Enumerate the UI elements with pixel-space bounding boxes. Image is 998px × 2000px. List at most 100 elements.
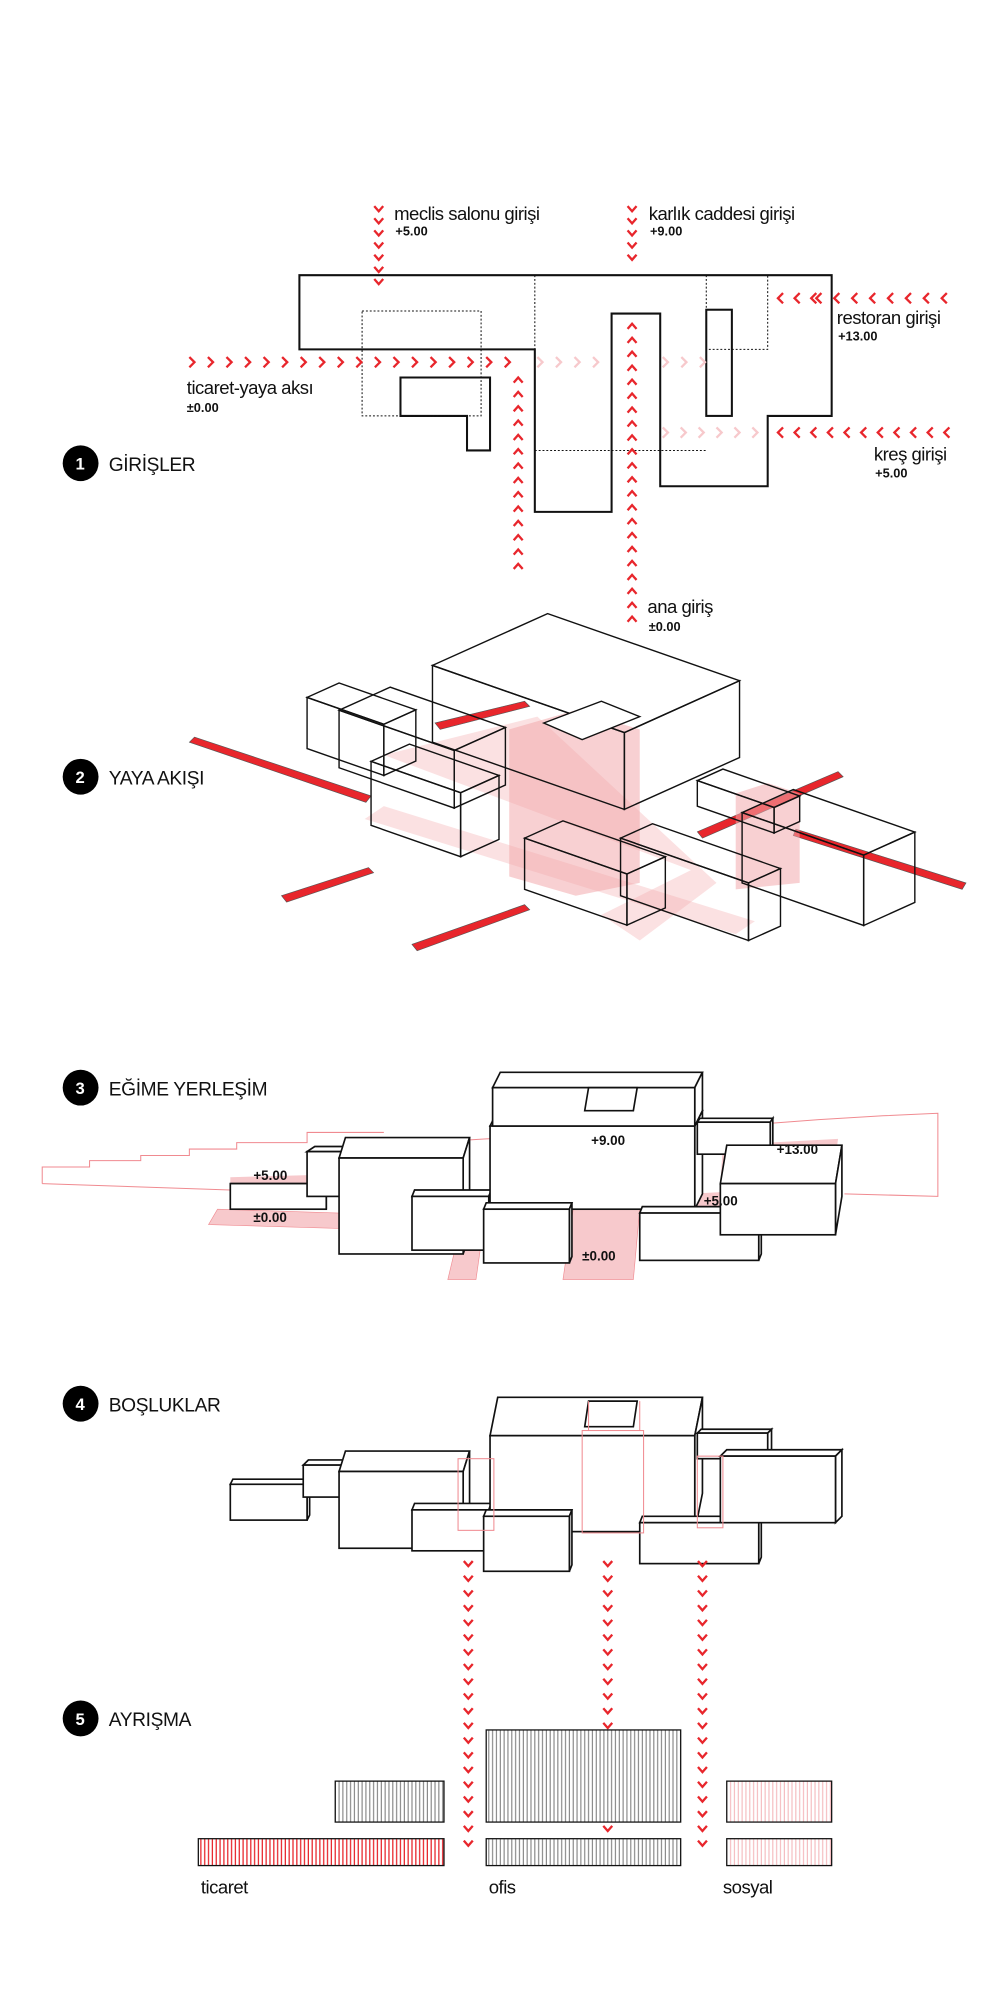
level-label: +5.00 bbox=[253, 1168, 287, 1183]
chevron-up-icon bbox=[512, 433, 524, 441]
chevron-left-icon bbox=[876, 426, 884, 439]
chevron-down-icon bbox=[373, 217, 385, 226]
volume-side bbox=[773, 794, 801, 835]
chevron-up-icon bbox=[626, 433, 638, 442]
chevron-down-icon bbox=[462, 1604, 474, 1613]
box-front-face bbox=[302, 1464, 343, 1498]
box-front-face bbox=[482, 1515, 571, 1573]
flow-volume bbox=[735, 783, 800, 890]
section-number: 3 bbox=[75, 1079, 84, 1098]
chevron-down-icon bbox=[602, 1707, 614, 1716]
box-top-face bbox=[491, 1071, 704, 1089]
chevron-down-icon bbox=[373, 241, 385, 250]
box-top-face bbox=[410, 1502, 493, 1511]
chevron-right-icon bbox=[355, 356, 364, 369]
chevron-right-icon bbox=[188, 356, 197, 369]
box-top-face bbox=[337, 1136, 471, 1159]
volume-side bbox=[383, 708, 417, 777]
chevron-left-icon bbox=[859, 426, 868, 439]
chevron-right-icon bbox=[429, 356, 438, 369]
chevron-down-icon bbox=[462, 1766, 474, 1774]
chevron-down-icon bbox=[462, 1619, 474, 1627]
main-entrance-level: ±0.00 bbox=[649, 619, 681, 634]
chevron-down-icon bbox=[697, 1589, 708, 1598]
chevron-down-icon bbox=[697, 1633, 708, 1642]
entrances-plan: meclis salonu girişi +5.00 karlık caddes… bbox=[187, 203, 951, 634]
flow-ramp bbox=[383, 716, 717, 941]
void-arrows bbox=[462, 1560, 708, 1848]
flow-volume bbox=[509, 710, 640, 896]
section-title: BOŞLUKLAR bbox=[109, 1395, 221, 1416]
chevron-down-icon bbox=[697, 1560, 708, 1568]
chevron-down-icon bbox=[697, 1766, 708, 1774]
chevron-down-icon bbox=[602, 1663, 614, 1671]
ofis-upper-block bbox=[485, 1729, 682, 1823]
volume-void bbox=[541, 700, 642, 741]
chevron-down-icon bbox=[462, 1736, 474, 1745]
chevron-up-icon bbox=[512, 504, 524, 513]
building-volumes bbox=[229, 1071, 843, 1264]
chevron-down-icon bbox=[602, 1692, 614, 1701]
chevron-left-icon bbox=[925, 426, 934, 439]
chevron-down-icon bbox=[462, 1678, 474, 1686]
chevron-down-icon bbox=[697, 1678, 708, 1686]
chevron-up-icon bbox=[626, 377, 638, 386]
chevron-up-icon bbox=[512, 390, 524, 398]
flow-band bbox=[792, 828, 967, 890]
chevron-right-icon bbox=[411, 356, 419, 369]
box-top-face bbox=[718, 1448, 844, 1457]
chevron-up-icon bbox=[626, 531, 638, 539]
volume-side bbox=[862, 830, 916, 927]
chevron-down-icon bbox=[626, 217, 638, 226]
chevron-down-icon bbox=[602, 1575, 614, 1583]
section-number: 2 bbox=[75, 768, 84, 787]
section-4-heading: 4 BOŞLUKLAR bbox=[62, 1385, 221, 1422]
chevron-down-icon bbox=[626, 205, 638, 213]
chevron-right-icon bbox=[536, 356, 545, 369]
chevron-down-icon bbox=[462, 1781, 474, 1789]
chevron-right-icon bbox=[503, 356, 512, 369]
chevron-down-icon bbox=[462, 1560, 474, 1568]
sosyal-label: sosyal bbox=[723, 1877, 773, 1898]
chevron-down-icon bbox=[462, 1692, 474, 1701]
level-label: +9.00 bbox=[591, 1133, 625, 1148]
chevron-up-icon bbox=[626, 447, 638, 456]
chevron-up-icon bbox=[512, 562, 524, 570]
volume-side bbox=[623, 679, 741, 811]
chevron-up-icon bbox=[512, 533, 524, 542]
chevron-down-icon bbox=[462, 1575, 474, 1583]
chevron-down-icon bbox=[602, 1589, 614, 1598]
section-2-heading: 2 YAYA AKIŞI bbox=[62, 758, 204, 795]
chevron-left-icon bbox=[892, 426, 901, 439]
chevron-right-icon bbox=[244, 356, 252, 369]
chevron-left-icon bbox=[826, 426, 834, 439]
chevron-down-icon bbox=[373, 205, 385, 213]
chevron-down-icon bbox=[462, 1648, 474, 1657]
chevron-left-icon bbox=[850, 292, 859, 305]
chevron-right-icon bbox=[733, 426, 742, 439]
ofis-label: ofis bbox=[489, 1877, 516, 1898]
chevron-up-icon bbox=[626, 545, 638, 553]
pedestrian-flow-diagram bbox=[188, 612, 967, 952]
chevron-down-icon bbox=[462, 1825, 474, 1833]
chevron-down-icon bbox=[697, 1810, 708, 1819]
chevron-down-icon bbox=[697, 1736, 708, 1745]
section-title: AYRIŞMA bbox=[109, 1710, 192, 1731]
chevron-left-icon bbox=[940, 292, 948, 305]
box-top-face bbox=[337, 1450, 471, 1473]
building-volumes bbox=[305, 612, 917, 942]
chevron-down-icon bbox=[462, 1633, 474, 1642]
chevron-down-icon bbox=[462, 1795, 474, 1804]
chevron-down-icon bbox=[462, 1810, 474, 1819]
sosyal-block bbox=[726, 1838, 833, 1867]
chevron-up-icon bbox=[626, 559, 638, 567]
chevron-up-icon bbox=[626, 335, 638, 344]
box-front-face bbox=[229, 1483, 308, 1521]
chevron-down-icon bbox=[602, 1604, 614, 1613]
chevron-down-icon bbox=[697, 1781, 708, 1789]
chevron-right-icon bbox=[336, 356, 345, 369]
section-number-badge bbox=[62, 445, 99, 482]
chevron-down-icon bbox=[602, 1633, 614, 1642]
chevron-down-icon bbox=[602, 1722, 614, 1730]
box-top-face bbox=[482, 1509, 574, 1518]
